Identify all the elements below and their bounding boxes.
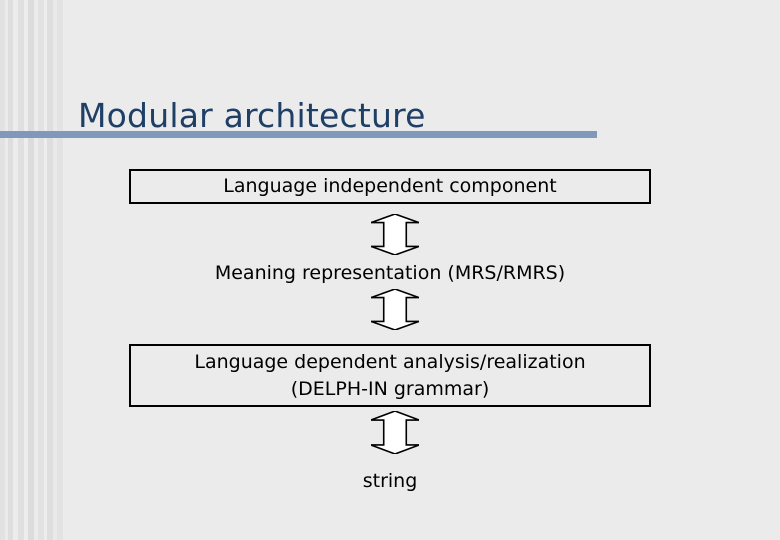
diagram-node-label: Meaning representation (MRS/RMRS)	[214, 261, 566, 284]
double-arrow-icon-connector-3	[371, 411, 419, 454]
diagram-node-label: Language dependent analysis/realization …	[194, 350, 586, 400]
stripe-9	[44, 0, 47, 540]
title-underline-rule	[0, 131, 597, 138]
stripe-7	[34, 0, 38, 540]
diagram-node-label: Language independent component	[223, 175, 557, 197]
stripe-8	[38, 0, 44, 540]
diagram-node-meaning-representation: Meaning representation (MRS/RMRS)	[129, 256, 651, 290]
stripe-2	[8, 0, 13, 540]
page-title: Modular architecture	[78, 96, 426, 136]
double-arrow-icon-connector-2	[371, 289, 419, 330]
stripe-4	[18, 0, 24, 540]
diagram-node-language-independent-component: Language independent component	[129, 169, 651, 204]
diagram-node-string: string	[129, 464, 651, 498]
diagram-node-language-dependent-analysis-realization: Language dependent analysis/realization …	[129, 344, 651, 407]
stripe-1	[5, 0, 8, 540]
diagram-node-label: string	[362, 469, 418, 492]
stripe-11	[53, 0, 57, 540]
stripe-10	[47, 0, 53, 540]
stripe-5	[24, 0, 28, 540]
stripe-13	[63, 0, 64, 540]
decorative-stripe-band	[0, 0, 64, 540]
double-arrow-icon-connector-1	[371, 214, 419, 255]
stripe-0	[0, 0, 5, 540]
stripe-6	[28, 0, 34, 540]
stripe-3	[13, 0, 18, 540]
stripe-12	[57, 0, 63, 540]
